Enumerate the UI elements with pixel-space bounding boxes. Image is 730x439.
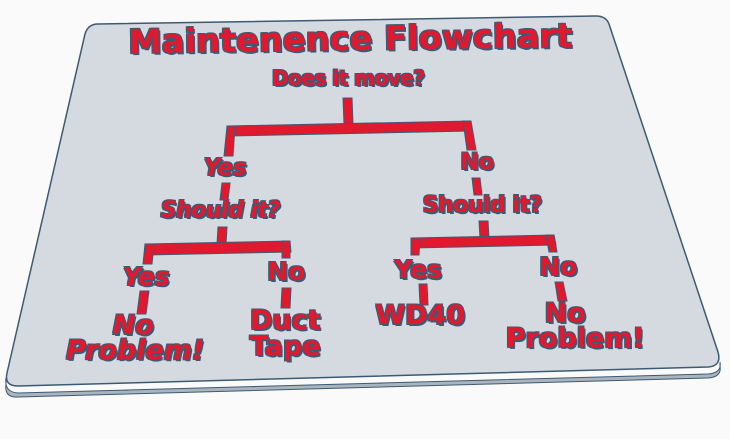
node-right-yes-result: WD40 <box>375 300 465 331</box>
left-yes-result-line2: Problem! <box>65 335 205 366</box>
node-right-question: Should it? <box>422 193 542 218</box>
node-right-branch-no: No <box>460 150 494 175</box>
node-left-yes-result: No Problem! <box>60 312 210 364</box>
node-root-question: Does it move? <box>271 66 425 90</box>
plate-top <box>5 15 720 387</box>
left-yes-result-line1: No <box>112 310 154 341</box>
node-right-yes: Yes <box>394 255 442 284</box>
right-no-result-line2: Problem! <box>505 323 645 354</box>
node-left-question: Should it? <box>160 198 280 223</box>
node-left-branch-yes: Yes <box>203 155 247 181</box>
node-right-no-result: No Problem! <box>500 300 650 352</box>
connectors <box>136 97 568 315</box>
node-left-yes: Yes <box>122 262 170 291</box>
node-left-no-result: Duct Tape <box>240 307 330 360</box>
left-no-result-line2: Tape <box>249 331 321 362</box>
left-no-result-line1: Duct <box>249 305 321 336</box>
flowchart-title: Maintenence Flowchart <box>127 15 573 62</box>
node-right-no: No <box>538 252 578 281</box>
node-left-no: No <box>266 257 306 286</box>
right-no-result-line1: No <box>544 298 586 329</box>
plate-side <box>5 361 721 398</box>
